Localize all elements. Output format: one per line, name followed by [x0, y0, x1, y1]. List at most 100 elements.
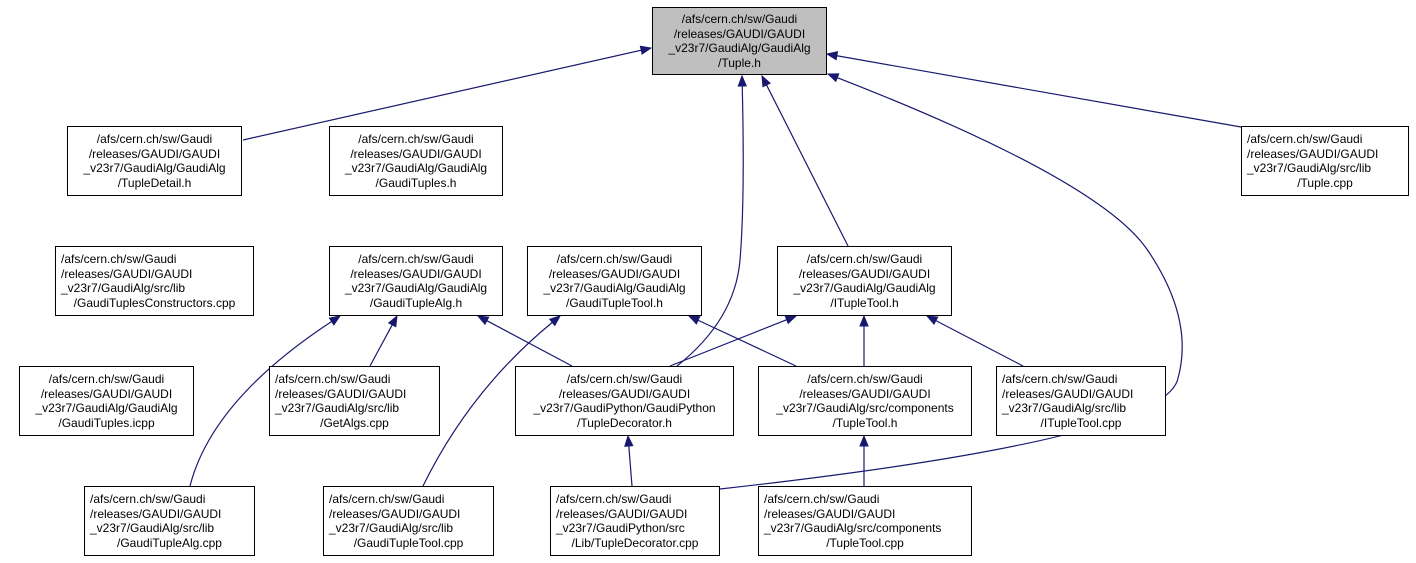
- arrowhead-icon: [737, 74, 747, 87]
- edge-tupledetail_h-to-tuple_h: [242, 45, 653, 141]
- node-line: /releases/GAUDI/GAUDI: [1247, 146, 1379, 161]
- node-line: /GaudiTuplesConstructors.cpp: [73, 295, 236, 310]
- edge-line: [669, 319, 787, 367]
- arrowhead-icon: [761, 74, 771, 88]
- node-getalgs-cpp[interactable]: /afs/cern.ch/sw/Gaudi /releases/GAUDI/GA…: [269, 366, 440, 436]
- node-tupledecorator-cpp[interactable]: /afs/cern.ch/sw/Gaudi /releases/GAUDI/GA…: [550, 486, 720, 556]
- edge-line: [369, 324, 393, 367]
- edge-ituppletool_h-to-tuple_h: [761, 74, 849, 247]
- node-tupledetail-h[interactable]: /afs/cern.ch/sw/Gaudi /releases/GAUDI/GA…: [67, 126, 242, 196]
- edge-tupledecorator_cpp-to-tuple_h: [719, 73, 1183, 490]
- node-line: /afs/cern.ch/sw/Gaudi: [1002, 372, 1118, 386]
- node-line: /afs/cern.ch/sw/Gaudi: [1247, 132, 1363, 146]
- node-line: _v23r7/GaudiAlg/GaudiAlg: [344, 161, 488, 175]
- node-line: /releases/GAUDI/GAUDI: [90, 506, 222, 521]
- edge-gauditupledalg_cpp-to-gauditupledalg_h: [189, 315, 342, 487]
- node-line: /GaudiTupleTool.cpp: [353, 535, 464, 550]
- node-line: /releases/GAUDI/GAUDI: [61, 266, 193, 281]
- edge-line: [697, 319, 797, 367]
- node-gaudituplealg-cpp[interactable]: /afs/cern.ch/sw/Gaudi /releases/GAUDI/GA…: [84, 486, 255, 556]
- node-line: _v23r7/GaudiAlg/src/components: [776, 401, 954, 415]
- node-line: _v23r7/GaudiAlg/src/lib: [1002, 401, 1127, 415]
- node-line: /afs/cern.ch/sw/Gaudi: [96, 132, 213, 146]
- node-gauditupletool-cpp[interactable]: /afs/cern.ch/sw/Gaudi /releases/GAUDI/GA…: [323, 486, 494, 556]
- edge-line: [628, 445, 633, 487]
- node-line: /afs/cern.ch/sw/Gaudi: [566, 372, 683, 386]
- node-line: /releases/GAUDI/GAUDI: [673, 26, 806, 41]
- node-line: _v23r7/GaudiAlg/src/lib: [1247, 161, 1372, 175]
- node-line: /releases/GAUDI/GAUDI: [799, 386, 931, 401]
- node-ituppletool-cpp[interactable]: /afs/cern.ch/sw/Gaudi /releases/GAUDI/GA…: [996, 366, 1166, 436]
- node-line: /releases/GAUDI/GAUDI: [40, 386, 173, 401]
- node-line: /Tuple.cpp: [1297, 175, 1353, 190]
- node-line: /releases/GAUDI/GAUDI: [350, 146, 482, 161]
- node-line: /releases/GAUDI/GAUDI: [88, 146, 221, 161]
- node-line: /afs/cern.ch/sw/Gaudi: [764, 492, 880, 506]
- node-line: /afs/cern.ch/sw/Gaudi: [48, 372, 165, 386]
- node-line: _v23r7/GaudiAlg/src/lib: [329, 521, 454, 535]
- node-line: /afs/cern.ch/sw/Gaudi: [358, 132, 474, 146]
- node-line: /TupleTool.h: [832, 415, 898, 430]
- edge-gauditupletool_cpp-to-gauditupletool_h: [422, 315, 562, 487]
- node-line: /afs/cern.ch/sw/Gaudi: [61, 252, 177, 266]
- node-gauditupples-h[interactable]: /afs/cern.ch/sw/Gaudi /releases/GAUDI/GA…: [329, 126, 503, 196]
- arrowhead-icon: [859, 434, 869, 447]
- node-line: /GaudiTuples.icpp: [58, 415, 155, 430]
- edge-line: [189, 320, 332, 487]
- edge-line: [836, 55, 1242, 128]
- node-line: _v23r7/GaudiPython/GaudiPython: [533, 401, 716, 415]
- edge-line: [676, 85, 744, 367]
- node-line: /GetAlgs.cpp: [320, 415, 389, 430]
- node-line: /GaudiTuples.h: [375, 175, 457, 190]
- node-line: /afs/cern.ch/sw/Gaudi: [806, 252, 923, 266]
- edge-tupledecorator_h-to-ituppletool_h: [669, 315, 798, 367]
- edge-tupletool_h-to-ituppletool_h: [859, 314, 869, 366]
- node-line: /afs/cern.ch/sw/Gaudi: [807, 372, 923, 386]
- node-line: /TupleDetail.h: [117, 175, 192, 190]
- arrowhead-icon: [825, 51, 839, 61]
- edge-tupledecorator_cpp-to-tupledecorator_h: [624, 434, 634, 487]
- node-line: /afs/cern.ch/sw/Gaudi: [275, 372, 391, 386]
- node-tupledecorator-h[interactable]: /afs/cern.ch/sw/Gaudi /releases/GAUDI/GA…: [515, 366, 734, 436]
- arrowhead-icon: [328, 315, 342, 326]
- arrowhead-icon: [639, 45, 653, 55]
- edge-line: [486, 320, 573, 367]
- edge-tupletool_cpp-to-tupletool_h: [859, 434, 869, 486]
- arrowhead-icon: [925, 315, 939, 326]
- node-gauditupplesconstructors-cpp[interactable]: /afs/cern.ch/sw/Gaudi /releases/GAUDI/GA…: [55, 246, 254, 316]
- node-gauditupletool-h[interactable]: /afs/cern.ch/sw/Gaudi /releases/GAUDI/GA…: [527, 246, 702, 316]
- node-line: /releases/GAUDI/GAUDI: [764, 506, 896, 521]
- node-gaudituplealg-h[interactable]: /afs/cern.ch/sw/Gaudi /releases/GAUDI/GA…: [329, 246, 503, 316]
- edge-tuple_cpp-to-tuple_h: [825, 51, 1242, 128]
- node-line: /GaudiTupleTool.h: [566, 295, 663, 310]
- node-line: /TupleTool.cpp: [826, 535, 904, 550]
- node-line: /releases/GAUDI/GAUDI: [350, 266, 482, 281]
- edge-line: [935, 320, 1024, 367]
- arrowhead-icon: [476, 315, 490, 326]
- node-tuple-cpp[interactable]: /afs/cern.ch/sw/Gaudi /releases/GAUDI/GA…: [1241, 126, 1409, 196]
- edge-line: [719, 77, 1183, 490]
- node-line: /afs/cern.ch/sw/Gaudi: [681, 12, 798, 26]
- node-tuple-h: /afs/cern.ch/sw/Gaudi /releases/GAUDI/GA…: [652, 7, 827, 75]
- arrowhead-icon: [784, 315, 798, 325]
- node-line: /TupleDecorator.h: [577, 415, 672, 430]
- node-line: _v23r7/GaudiAlg/src/lib: [275, 401, 400, 415]
- node-ituppletool-h[interactable]: /afs/cern.ch/sw/Gaudi /releases/GAUDI/GA…: [777, 246, 952, 316]
- edge-getalgs_cpp-to-gauditupledalg_h: [369, 314, 398, 367]
- node-line: /Lib/TupleDecorator.cpp: [571, 535, 699, 550]
- node-line: /afs/cern.ch/sw/Gaudi: [90, 492, 206, 506]
- node-line: /GaudiTupleAlg.h: [369, 295, 463, 310]
- node-line: _v23r7/GaudiAlg/GaudiAlg: [543, 281, 686, 295]
- node-tupletool-h[interactable]: /afs/cern.ch/sw/Gaudi /releases/GAUDI/GA…: [758, 366, 972, 436]
- node-tupletool-cpp[interactable]: /afs/cern.ch/sw/Gaudi /releases/GAUDI/GA…: [758, 486, 972, 556]
- node-gauditupples-icpp[interactable]: /afs/cern.ch/sw/Gaudi /releases/GAUDI/GA…: [19, 366, 194, 436]
- node-line: /GaudiTupleAlg.cpp: [117, 535, 222, 550]
- edge-tupledecorator_h-to-gauditupledalg_h: [476, 315, 573, 367]
- node-line: /ITupleTool.cpp: [1040, 415, 1122, 430]
- node-line: /releases/GAUDI/GAUDI: [548, 266, 681, 281]
- node-line: /releases/GAUDI/GAUDI: [558, 386, 691, 401]
- arrowhead-icon: [826, 73, 840, 83]
- edge-tupletool_h-to-gauditupletool_h: [687, 315, 797, 367]
- node-line: /releases/GAUDI/GAUDI: [798, 266, 931, 281]
